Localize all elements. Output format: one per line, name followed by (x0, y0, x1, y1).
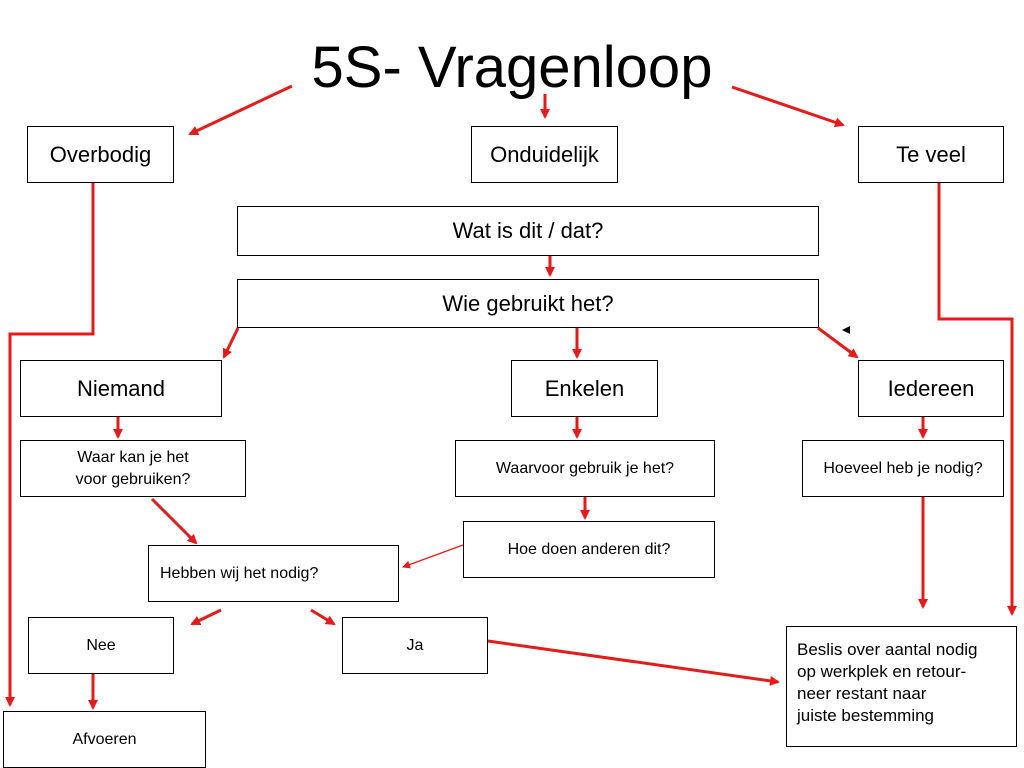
node-afvoeren: Afvoeren (3, 711, 206, 768)
node-waar-kan: Waar kan je het voor gebruiken? (20, 440, 246, 497)
node-label: Onduidelijk (490, 141, 599, 167)
node-wat-is-dit: Wat is dit / dat? (237, 206, 819, 256)
node-label: Iedereen (887, 375, 975, 401)
node-te-veel: Te veel (858, 126, 1004, 183)
node-wie-gebruikt: Wie gebruikt het? (237, 279, 819, 328)
arrow-ja-beslis (487, 639, 780, 686)
node-label: Nee (86, 636, 116, 654)
arrow-wie-niemand (222, 327, 240, 359)
arrow-waar-hebben (150, 497, 198, 545)
node-label: Wie gebruikt het? (442, 290, 614, 316)
node-label: Ja (406, 636, 424, 654)
node-iedereen: Iedereen (858, 360, 1004, 417)
node-beslis: Beslis over aantal nodig op werkplek en … (786, 626, 1017, 747)
node-label: Wat is dit / dat? (452, 218, 604, 243)
node-label: Afvoeren (72, 730, 137, 748)
node-ja: Ja (342, 617, 488, 674)
node-hoe-doen: Hoe doen anderen dit? (463, 521, 715, 578)
arrow-hebben-ja (310, 608, 336, 626)
node-enkelen: Enkelen (511, 360, 658, 417)
node-waarvoor: Waarvoor gebruik je het? (455, 440, 715, 497)
node-niemand: Niemand (20, 360, 222, 417)
node-label: Beslis over aantal nodig op werkplek en … (797, 640, 978, 725)
node-hebben-wij: Hebben wij het nodig? (148, 545, 399, 602)
node-label: Overbodig (49, 141, 152, 167)
arrow-wie-iedereen (817, 326, 859, 359)
node-label: Niemand (76, 375, 166, 401)
arrow-hebben-nee (190, 608, 222, 626)
node-label: Waarvoor gebruik je het? (495, 459, 675, 477)
node-nee: Nee (28, 617, 174, 674)
arrow-hoe-hebben (402, 544, 464, 569)
node-label: Waar kan je het voor gebruiken? (75, 448, 191, 488)
node-label: Hoeveel heb je nodig? (823, 459, 983, 477)
small-pointer-icon (842, 326, 850, 334)
node-label: Enkelen (544, 375, 625, 401)
node-label: Hebben wij het nodig? (160, 564, 319, 582)
node-label: Te veel (896, 141, 966, 167)
node-overbodig: Overbodig (27, 126, 174, 183)
node-onduidelijk: Onduidelijk (471, 126, 618, 183)
node-hoeveel: Hoeveel heb je nodig? (802, 440, 1004, 497)
page-title: 5S- Vragenloop (311, 35, 713, 100)
node-label: Hoe doen anderen dit? (507, 540, 671, 558)
